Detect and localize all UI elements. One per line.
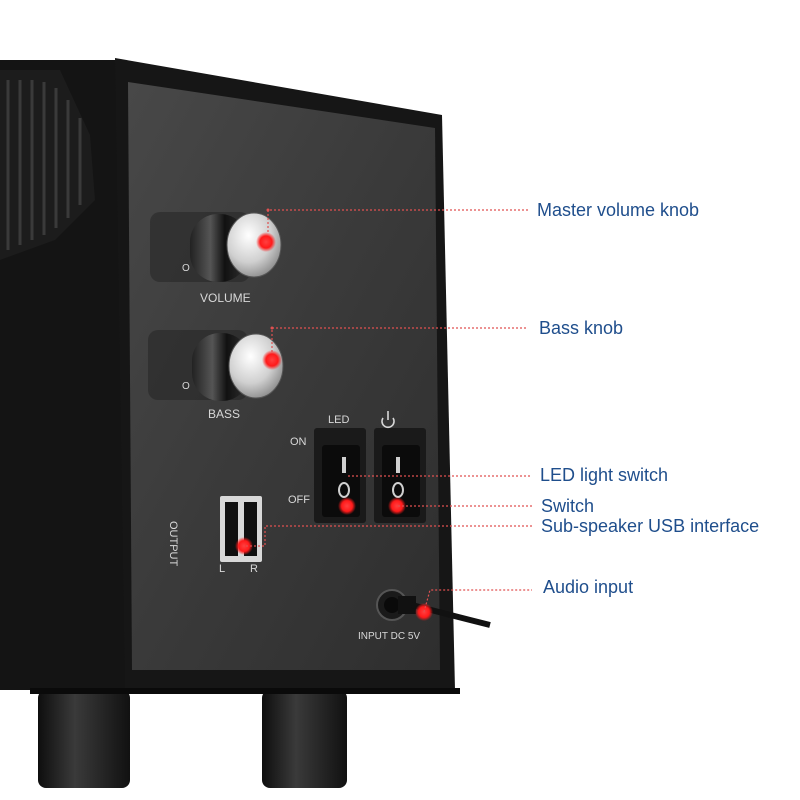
right-foot — [262, 690, 347, 788]
volume-min-mark: O — [182, 263, 190, 274]
bass-knob — [148, 330, 284, 401]
callout-usb: Sub-speaker USB interface — [541, 516, 760, 536]
led-rocker-switch — [314, 428, 366, 523]
output-label: OUTPUT — [167, 521, 179, 567]
callout-led-switch: LED light switch — [540, 465, 669, 485]
input-dc-label: INPUT DC 5V — [358, 631, 421, 642]
right-channel-label: R — [250, 563, 258, 575]
volume-knob — [150, 212, 282, 282]
left-channel-label: L — [219, 563, 226, 575]
grille-slats — [6, 80, 82, 250]
callout-switch: Switch — [541, 496, 595, 516]
callout-bass: Bass knob — [539, 318, 624, 338]
volume-label: VOLUME — [200, 291, 251, 305]
left-foot — [38, 690, 130, 788]
callout-master-volume: Master volume knob — [537, 200, 700, 220]
callout-audio-input: Audio input — [543, 577, 634, 597]
speaker-grille — [0, 70, 95, 260]
power-icon — [381, 411, 395, 429]
bass-label: BASS — [208, 407, 241, 421]
bass-min-mark: O — [182, 381, 190, 392]
on-label: ON — [290, 436, 307, 448]
off-label: OFF — [288, 494, 310, 506]
usb-port — [220, 496, 262, 562]
led-label: LED — [328, 414, 350, 426]
